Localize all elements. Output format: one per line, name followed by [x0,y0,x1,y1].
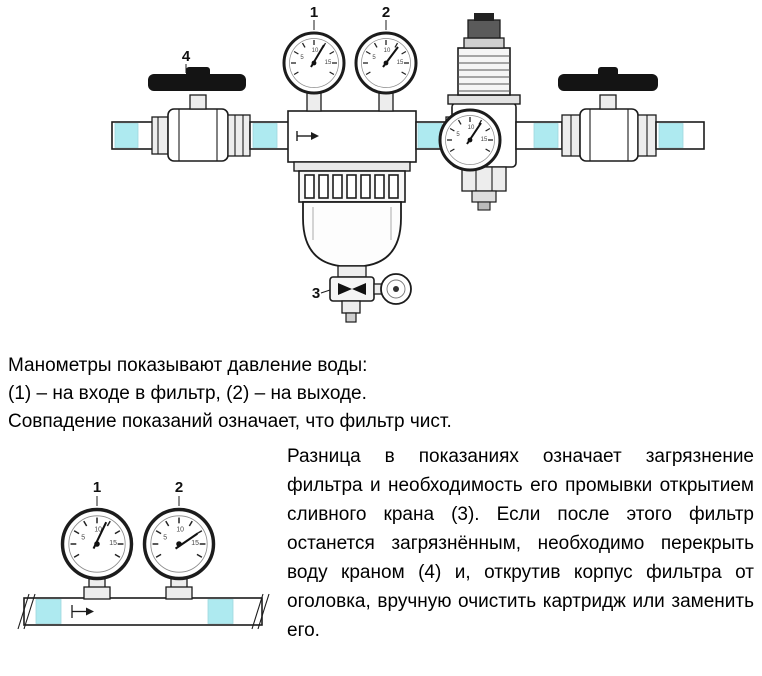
caption-line-2: (1) – на входе в фильтр, (2) – на выходе… [8,383,367,404]
svg-text:2: 2 [382,4,390,21]
pipe-highlight [35,599,62,624]
svg-text:2: 2 [175,479,183,496]
label-shutoff-valve: 4 [182,48,191,73]
svg-text:1: 1 [93,479,101,496]
filter-head [287,92,417,163]
pressure-caption: Манометры показывают давление воды: (1) … [8,352,752,436]
outlet-gauge [142,507,216,581]
bowl-ribs [304,174,399,199]
flow-arrow [296,131,319,141]
reducer-gauge [438,108,502,172]
inlet-gauge [60,507,134,581]
label-outlet-gauge: 2 [175,479,183,506]
gauge-stems [83,577,193,600]
label-outlet-gauge: 2 [382,4,390,30]
label-inlet-gauge: 1 [93,479,101,506]
inlet-gauge [282,31,346,95]
pipe-highlight [533,123,559,148]
pipe [17,593,270,630]
drain-handwheel [380,273,412,305]
inlet-pipe [249,121,291,150]
flow-arrow [71,605,94,618]
pipe-highlight [207,599,234,624]
left-ball-valve [148,67,246,162]
valve-handle [148,67,246,91]
caption-line-3: Совпадение показаний означает, что фильт… [8,411,452,432]
reducer-spring-housing [457,47,511,96]
label-drain-valve: 3 [312,285,331,302]
right-ball-valve [558,67,658,162]
valve-handle [558,67,658,91]
outlet-gauge [354,31,418,95]
filter-assembly-diagram: 5 10 15 4 [111,4,705,323]
right-union-nut [561,114,581,157]
label-inlet-gauge: 1 [310,4,318,30]
reducer-outlet-pipe [515,121,563,150]
left-pipe [111,121,159,150]
right-union-nut-2 [637,114,657,157]
reducer-bottom-nut [461,166,507,211]
pipe-highlight [114,123,139,148]
pipe-highlight [658,123,684,148]
reducer-safety-cap [463,13,505,49]
drain-valve [329,265,412,323]
pipe-highlight [417,123,443,148]
svg-text:4: 4 [182,48,191,65]
left-union-nut-2 [227,114,251,157]
svg-text:1: 1 [310,4,318,21]
left-union-nut [151,116,169,155]
filter-bowl [293,161,411,267]
right-pipe [655,121,705,150]
svg-text:3: 3 [312,285,320,302]
caption-line-1: Манометры показывают давление воды: [8,355,368,376]
pipe-highlight [252,123,278,148]
explanation-paragraph: Разница в показаниях означает загрязнени… [287,446,754,641]
pipe-break-marks [17,593,270,630]
dirty-filter-gauges-diagram: 1 2 [17,479,270,630]
